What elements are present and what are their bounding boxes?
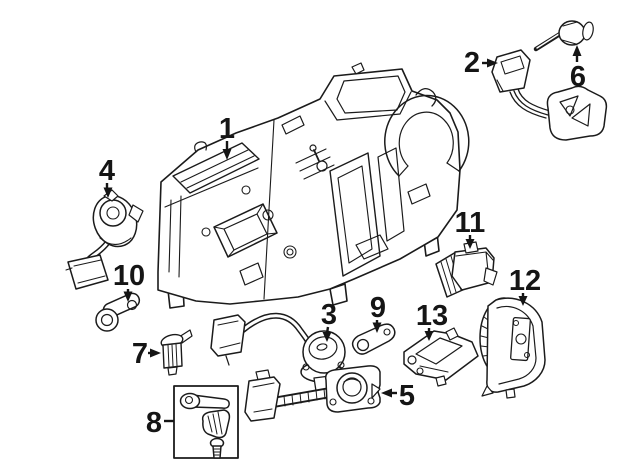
callout-7: 7 [132,338,161,370]
callout-8-label: 8 [146,407,162,439]
callout-2: 2 [464,47,498,79]
callout-4-label: 4 [99,155,115,187]
callout-9-label: 9 [370,292,386,324]
callout-5-label: 5 [399,380,415,412]
callout-3-arrowhead [322,332,332,342]
callout-4-arrowhead [103,187,113,198]
callout-10: 10 [113,260,145,302]
callout-12-arrowhead [518,296,528,306]
callout-12-label: 12 [509,265,541,297]
part-10-crank-lever-drawing [95,292,141,332]
callouts: 1 2 3 4 5 6 7 [99,45,586,439]
part-12-blower-motor-drawing [479,297,546,399]
callout-5: 5 [381,380,415,412]
callout-13-arrowhead [424,331,434,341]
part-9-crank-arm-drawing [351,323,396,355]
callout-2-label: 2 [464,47,480,79]
callout-6: 6 [570,45,586,93]
callout-11-label: 11 [455,207,486,239]
callout-10-label: 10 [113,260,145,292]
callout-3: 3 [321,299,337,342]
callout-9: 9 [370,292,386,333]
part-11-resistor-module-drawing [435,241,498,298]
part-1-heater-case-drawing [157,62,470,309]
callout-1: 1 [219,113,235,160]
callout-5-arrowhead [381,388,392,398]
callout-6-arrowhead [572,45,582,56]
callout-3-label: 3 [321,299,337,331]
callout-8: 8 [146,407,174,439]
part-8-hardware-kit-drawing [173,385,239,459]
callout-7-arrowhead [150,348,161,358]
callout-7-label: 7 [132,338,148,370]
callout-11: 11 [455,207,486,249]
part-2-sensor-harness-drawing [491,49,608,141]
callout-1-arrowhead [222,149,232,160]
callout-2-arrowhead [487,58,498,68]
part-7-clip-drawing [160,329,193,376]
callout-9-arrowhead [372,322,382,333]
callout-10-arrowhead [123,291,133,302]
part-13-bracket-drawing [403,327,479,387]
callout-4: 4 [99,155,115,198]
callout-11-arrowhead [465,239,475,249]
callout-13: 13 [416,300,448,341]
part-6-probe-sensor-drawing [533,20,594,52]
part-5-servo-harness-drawing [244,365,381,422]
callout-13-label: 13 [416,300,448,332]
callout-1-label: 1 [219,113,235,145]
callout-6-label: 6 [570,61,586,93]
part-4-sensor-cable-drawing [65,189,144,290]
callout-12: 12 [509,265,541,306]
part-3-servo-motor-drawing [210,312,346,392]
